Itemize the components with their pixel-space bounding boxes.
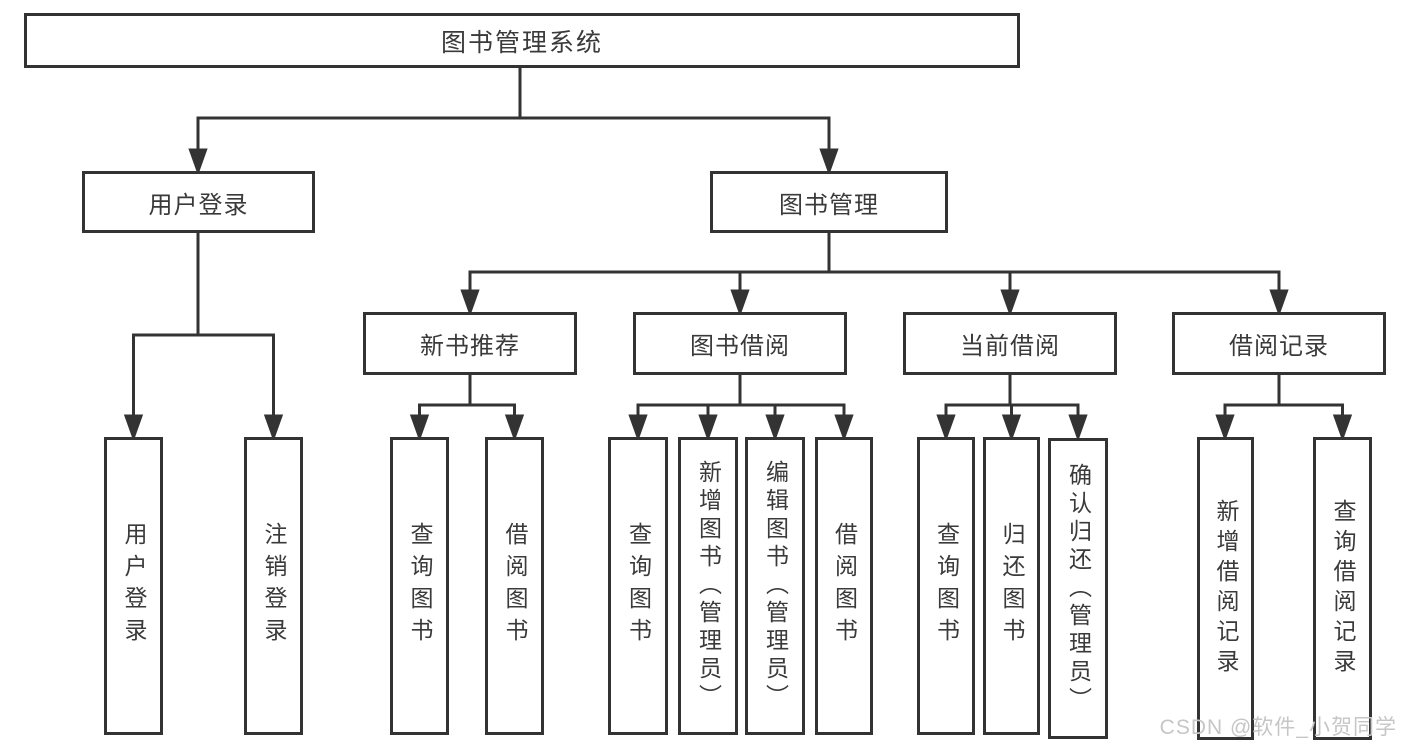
node-new-book-recommend: 新书推荐: [363, 312, 577, 375]
node-current-query-books: 查询图书: [917, 437, 975, 735]
node-user-login-leaf: 用户登录: [104, 437, 163, 735]
node-records-add-record: 新增借阅记录: [1197, 437, 1254, 740]
node-borrow-edit-books-admin: 编辑图书（管理员）: [745, 437, 805, 735]
node-borrow-borrow-books: 借阅图书: [815, 437, 873, 735]
node-current-confirm-return-admin: 确认归还（管理员）: [1048, 438, 1108, 739]
node-recommend-query-books: 查询图书: [390, 437, 449, 735]
node-borrow-add-books-admin: 新增图书（管理员）: [678, 437, 738, 735]
node-recommend-borrow-books: 借阅图书: [485, 437, 544, 735]
node-borrow-query-books: 查询图书: [608, 437, 668, 735]
node-user-login: 用户登录: [82, 171, 315, 233]
node-book-borrow: 图书借阅: [633, 312, 847, 375]
csdn-watermark: CSDN @软件_小贺同学: [1159, 716, 1397, 739]
node-book-management: 图书管理: [710, 171, 948, 233]
node-current-return-books: 归还图书: [983, 437, 1040, 735]
node-root: 图书管理系统: [24, 13, 1020, 68]
node-current-borrow: 当前借阅: [903, 312, 1117, 375]
node-borrow-records: 借阅记录: [1172, 312, 1386, 375]
node-logout-leaf: 注销登录: [244, 437, 303, 735]
node-records-query-record: 查询借阅记录: [1313, 437, 1372, 740]
